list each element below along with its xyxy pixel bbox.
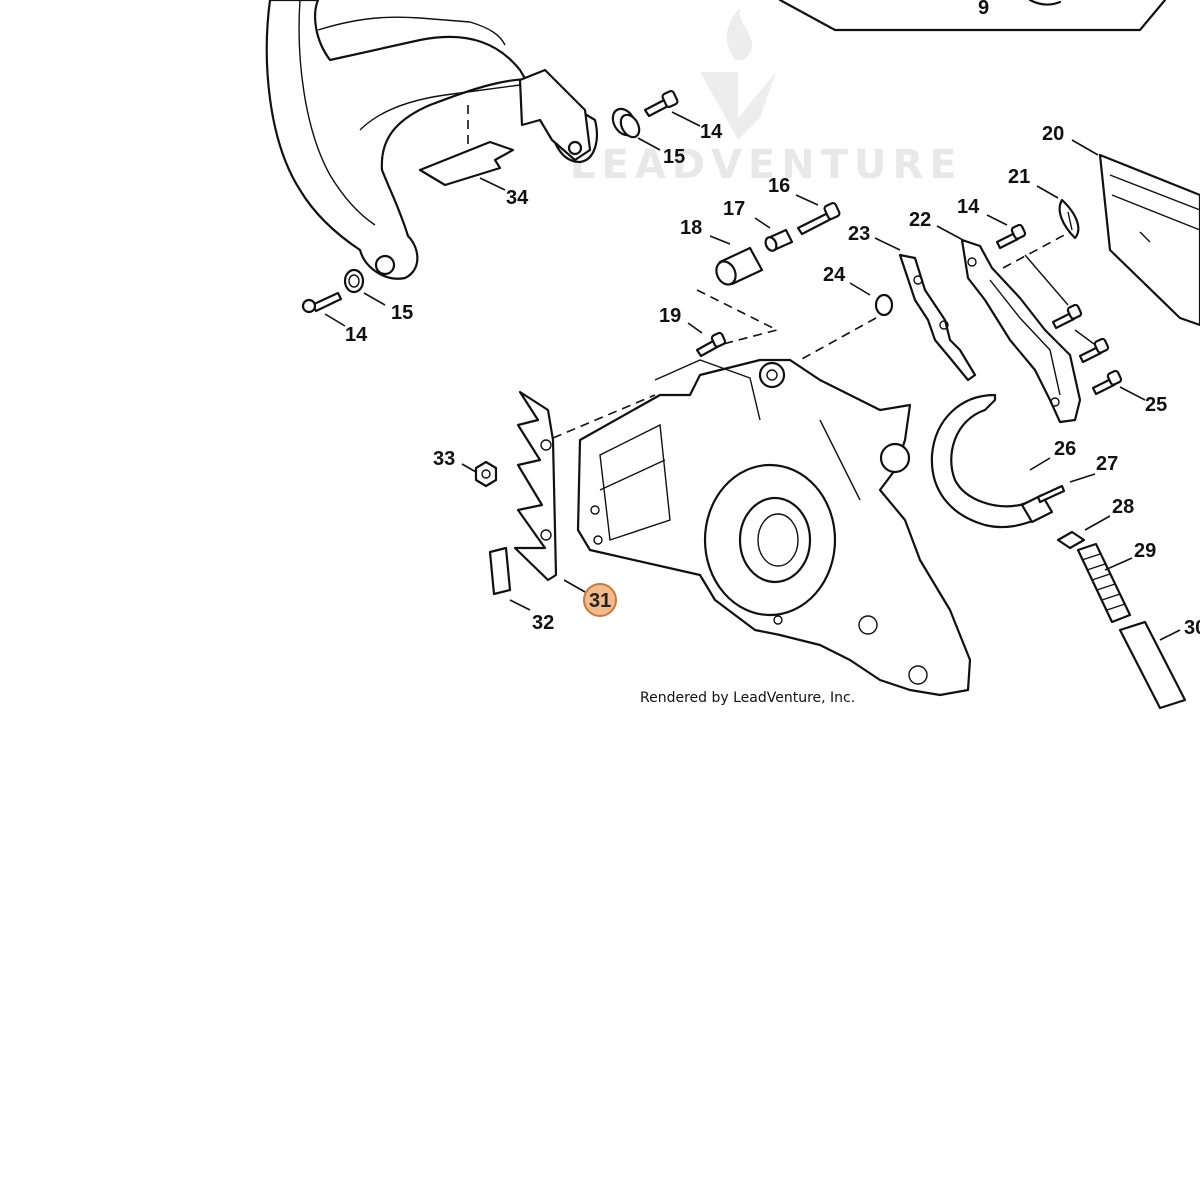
screw-right-b (1078, 337, 1110, 364)
sleeve-30 (1118, 620, 1187, 710)
screw-25 (1091, 369, 1123, 396)
bushing-24 (874, 293, 894, 317)
callouts: 9 14 15 34 14 15 16 17 18 19 20 21 22 14… (345, 0, 1200, 639)
callout-14: 14 (700, 121, 723, 143)
guide-line-24 (799, 317, 877, 361)
guide-line-25 (1074, 329, 1095, 345)
callout-20: 20 (1042, 123, 1064, 145)
callout-9: 9 (978, 0, 989, 19)
plate-32 (488, 546, 512, 596)
callout-27: 27 (1096, 453, 1118, 475)
guide-line-14-right (1002, 231, 1071, 269)
pin-21 (1058, 198, 1080, 240)
crankcase-housing (576, 358, 972, 697)
guide-bar-20 (1098, 153, 1200, 327)
callout-14: 14 (957, 196, 980, 218)
callout-14: 14 (345, 324, 368, 346)
leader-lines (324, 111, 1181, 641)
screw-right-a (1051, 303, 1083, 330)
callout-28: 28 (1112, 496, 1134, 518)
spring-29 (1076, 542, 1132, 624)
sleeve-17 (764, 228, 794, 252)
bolt-14-top (643, 90, 679, 118)
pin-27 (1036, 484, 1066, 504)
credit-text: Rendered by LeadVenture, Inc. (640, 690, 856, 706)
cap-28 (1056, 530, 1086, 550)
screw-14-right (995, 223, 1027, 250)
guide-line-31 (552, 394, 656, 439)
plate-34 (418, 105, 515, 187)
bumper-spike-31 (513, 390, 558, 582)
bolt-14-left (301, 291, 343, 314)
bushing-15-left (343, 268, 365, 294)
bracket-23 (898, 253, 977, 382)
callout-19: 19 (659, 305, 681, 327)
guide-line-14-screws (1024, 254, 1069, 306)
plate-22 (960, 238, 1082, 424)
watermark-text: LEADVENTURE (570, 142, 963, 188)
callout-33: 33 (433, 448, 455, 470)
guide-line-18 (696, 289, 780, 351)
callout-34: 34 (506, 187, 529, 209)
nut-33 (474, 460, 498, 488)
cover-part-9 (778, 0, 1167, 32)
callout-30: 30 (1184, 617, 1200, 639)
callout-15: 15 (391, 302, 413, 324)
callout-18: 18 (680, 217, 702, 239)
callout-24: 24 (823, 264, 846, 286)
callout-29: 29 (1134, 540, 1156, 562)
callout-26: 26 (1054, 438, 1076, 460)
bushing-15-top (611, 107, 641, 139)
hand-guard (265, 0, 598, 280)
callout-21: 21 (1008, 166, 1030, 188)
callout-31: 31 (589, 590, 611, 612)
callout-15: 15 (663, 146, 685, 168)
bushing-18 (715, 246, 764, 286)
watermark-logo: LEADVENTURE (570, 8, 963, 188)
callout-25: 25 (1145, 394, 1167, 416)
callout-22: 22 (909, 209, 931, 231)
brake-band-26 (930, 393, 1054, 529)
callout-23: 23 (848, 223, 870, 245)
callout-31-highlight (583, 583, 617, 617)
callout-32: 32 (532, 612, 554, 634)
callout-17: 17 (723, 198, 745, 220)
callout-16: 16 (768, 175, 790, 197)
screw-19 (695, 331, 727, 358)
screw-16 (796, 202, 841, 236)
